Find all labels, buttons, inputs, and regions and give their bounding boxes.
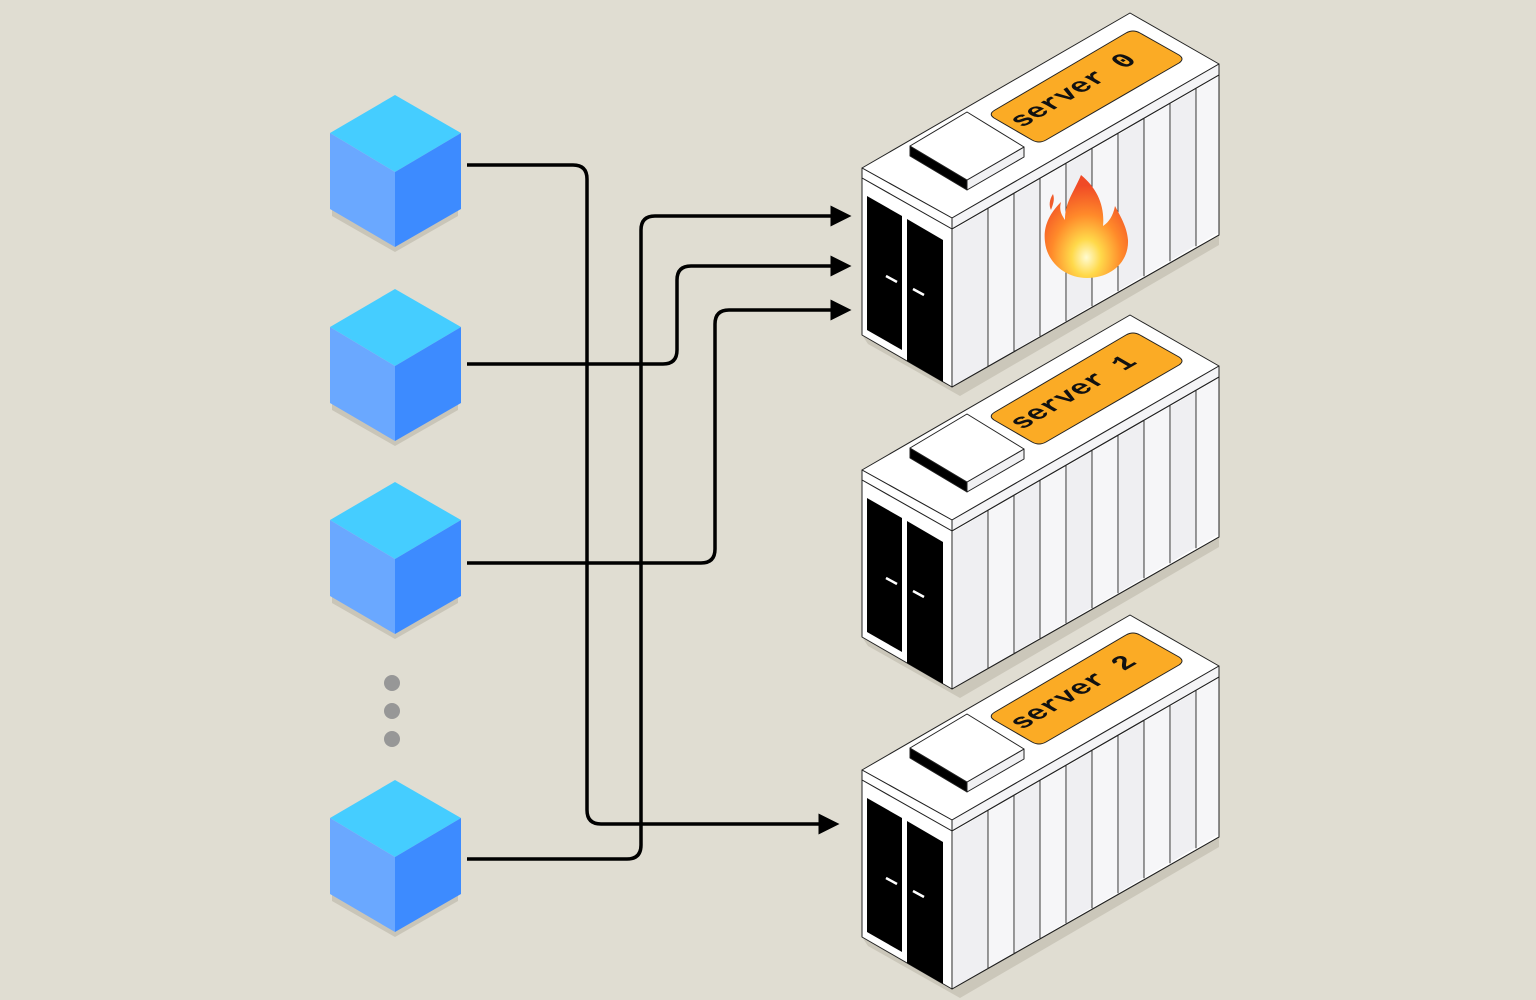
server-panel bbox=[953, 209, 988, 386]
server-panel bbox=[953, 811, 988, 988]
cube-left-face bbox=[330, 133, 395, 247]
server-door-right bbox=[907, 219, 943, 382]
server-rack: server 0 bbox=[861, 12, 1220, 396]
connection-arrow bbox=[467, 163, 840, 835]
cube-top-face bbox=[330, 95, 461, 172]
ellipsis-dot bbox=[384, 675, 400, 691]
server-rack: server 1 bbox=[861, 314, 1220, 698]
connections-group bbox=[467, 163, 852, 861]
server-panel bbox=[1093, 436, 1118, 608]
server-door-left bbox=[867, 196, 902, 350]
cube-top-face bbox=[330, 482, 461, 559]
ellipsis-dot bbox=[384, 703, 400, 719]
cube-right-face bbox=[395, 327, 461, 441]
connection-arrow bbox=[467, 255, 852, 366]
server-label-plate bbox=[990, 632, 1183, 745]
server-side-outline bbox=[951, 376, 1220, 690]
server-panel bbox=[1067, 751, 1092, 923]
cube-left-face bbox=[330, 520, 395, 634]
clients-group bbox=[330, 95, 461, 937]
server-panel bbox=[1093, 736, 1118, 908]
server-side-outline bbox=[951, 676, 1220, 990]
server-panel bbox=[1015, 179, 1040, 351]
server-panel bbox=[1145, 104, 1170, 276]
cube-shadow bbox=[332, 208, 458, 252]
server-label-plate bbox=[990, 30, 1183, 143]
server-panel bbox=[1119, 421, 1144, 593]
cube-shadow bbox=[332, 402, 458, 446]
server-panel bbox=[953, 511, 988, 688]
server-panel bbox=[1145, 406, 1170, 578]
server-rack: server 2 bbox=[861, 614, 1220, 998]
cube-right-face bbox=[395, 133, 461, 247]
server-panel bbox=[1119, 119, 1144, 291]
cube-shadow bbox=[332, 893, 458, 937]
client-cube bbox=[330, 482, 461, 639]
door-handle bbox=[885, 876, 898, 886]
cube-left-face bbox=[330, 327, 395, 441]
server-panel bbox=[1197, 378, 1219, 548]
client-cube bbox=[330, 289, 461, 446]
door-handle bbox=[912, 889, 925, 899]
client-cube bbox=[330, 780, 461, 937]
cube-right-face bbox=[395, 520, 461, 634]
connection-arrow bbox=[467, 205, 852, 861]
cube-top-face bbox=[330, 780, 461, 857]
client-cube bbox=[330, 95, 461, 252]
server-panel bbox=[989, 496, 1014, 668]
server-panel bbox=[1015, 481, 1040, 653]
server-panel bbox=[1197, 678, 1219, 848]
door-handle bbox=[912, 287, 925, 297]
server-panel bbox=[989, 194, 1014, 366]
ellipsis-dot bbox=[384, 731, 400, 747]
cube-right-face bbox=[395, 818, 461, 932]
fire-icon bbox=[1044, 175, 1129, 278]
server-panel bbox=[1119, 721, 1144, 893]
top-box-top bbox=[909, 413, 1025, 483]
server-panel bbox=[1067, 451, 1092, 623]
server-door-left bbox=[867, 498, 902, 652]
server-panel bbox=[1041, 766, 1066, 938]
server-panel bbox=[1171, 691, 1196, 863]
server-panel bbox=[1197, 76, 1219, 246]
door-handle bbox=[912, 589, 925, 599]
server-side-outline bbox=[951, 74, 1220, 388]
server-panel bbox=[1041, 466, 1066, 638]
connection-arrow bbox=[467, 299, 852, 565]
server-label-plate bbox=[990, 332, 1183, 445]
door-handle bbox=[885, 576, 898, 586]
server-door-right bbox=[907, 821, 943, 984]
server-door-left bbox=[867, 798, 902, 952]
server-panel bbox=[989, 796, 1014, 968]
top-box-top bbox=[909, 111, 1025, 181]
cube-shadow bbox=[332, 595, 458, 639]
server-door-right bbox=[907, 521, 943, 684]
server-panel bbox=[1015, 781, 1040, 953]
cube-top-face bbox=[330, 289, 461, 366]
server-panel bbox=[1171, 89, 1196, 261]
server-panel bbox=[1171, 391, 1196, 563]
door-handle bbox=[885, 274, 898, 284]
cube-left-face bbox=[330, 818, 395, 932]
top-box-top bbox=[909, 713, 1025, 783]
ellipsis-dots bbox=[384, 675, 400, 747]
server-panel bbox=[1145, 706, 1170, 878]
